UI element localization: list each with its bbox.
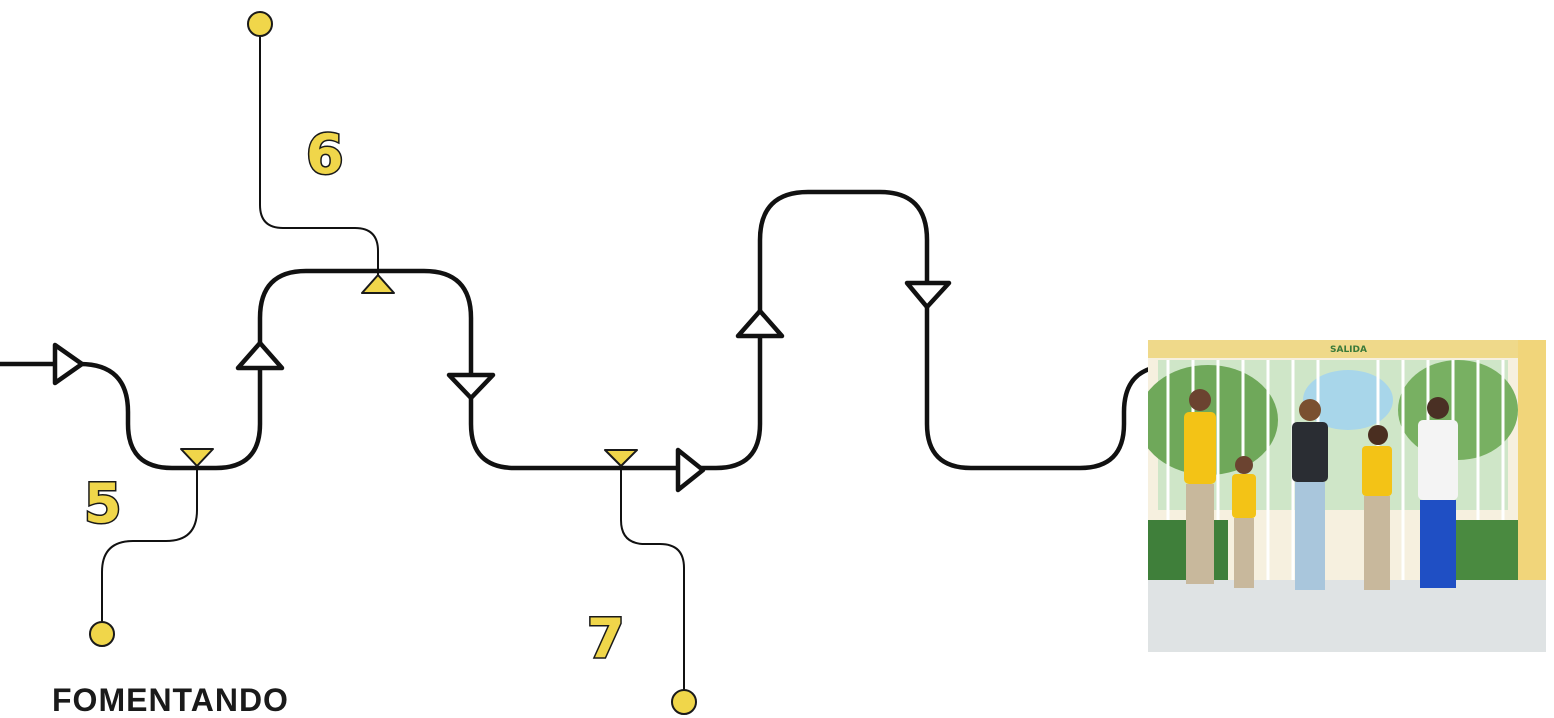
callout-dot-7 (671, 689, 697, 715)
arrow-up-icon (735, 308, 785, 339)
section-heading: FOMENTANDO (52, 682, 289, 718)
arrow-right-icon (52, 342, 85, 386)
step-number-5: 5 (84, 472, 122, 535)
step-number-6: 6 (306, 123, 344, 186)
callout-dot-5 (89, 621, 115, 647)
marker-triangle-6 (361, 274, 395, 294)
arrow-right-icon (675, 447, 706, 493)
family-photo: SALIDA (1148, 340, 1546, 652)
callout-line-7 (620, 468, 685, 702)
arrow-down-icon (446, 372, 496, 401)
marker-triangle-5 (180, 448, 214, 467)
exit-sign: SALIDA (1330, 345, 1367, 355)
person-figures (1184, 389, 1458, 590)
callout-dot-6 (247, 11, 273, 37)
arrow-up-icon (235, 340, 285, 371)
callout-line-6 (259, 25, 379, 281)
main-path (0, 189, 1253, 471)
step-number-7: 7 (587, 607, 625, 670)
arrow-down-icon (904, 280, 952, 310)
marker-triangle-7 (604, 449, 638, 467)
callout-line-5 (101, 468, 198, 634)
